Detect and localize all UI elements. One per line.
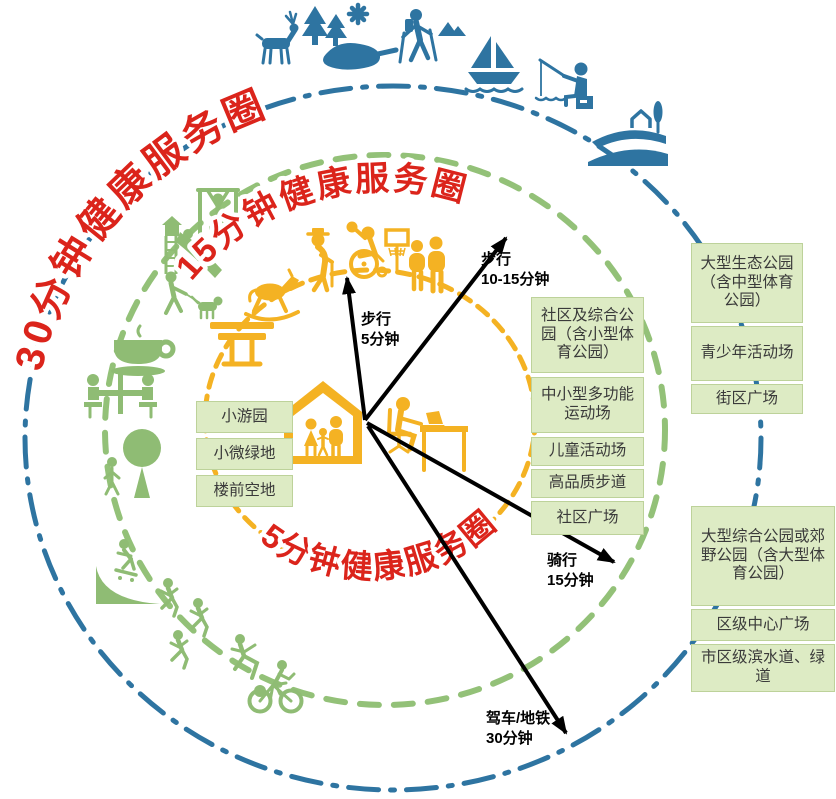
arrow-drive-metro-30	[366, 424, 568, 735]
rocking-horse-icon	[244, 268, 300, 322]
label-walk-5-line2: 5分钟	[361, 330, 400, 348]
ring-15min-circle	[102, 152, 668, 708]
home-family-icon	[284, 381, 362, 464]
dog-walking-icon	[164, 271, 223, 320]
fishing-icon	[534, 58, 593, 109]
facility-box-15min: 社区及综合公园（含小型体育公园）	[531, 297, 644, 373]
label-walk-10-15-line1: 步行	[481, 251, 512, 268]
label-bike-15-line2: 15分钟	[547, 571, 594, 589]
wheelchair-basketball-icon	[346, 221, 388, 279]
facility-box-5min: 楼前空地	[196, 475, 293, 507]
elderly-walking-icon	[306, 228, 334, 293]
facility-box-30min: 大型生态公园（含中型体育公园）	[691, 243, 803, 323]
cycling-icon	[247, 660, 304, 714]
facility-box-30min: 大型综合公园或郊野公园（含大型体育公园）	[691, 506, 835, 606]
facility-box-30min: 青少年活动场	[691, 326, 803, 381]
label-walk-5: 步行 5分钟	[361, 310, 399, 349]
label-drive-metro-30-line2: 30分钟	[486, 729, 533, 747]
label-walk-10-15: 步行 10-15分钟	[481, 250, 549, 289]
label-walk-5-line1: 步行	[361, 311, 392, 328]
label-walk-10-15-line2: 10-15分钟	[481, 270, 550, 288]
facility-box-15min: 社区广场	[531, 501, 644, 535]
remote-worker-icon	[385, 397, 468, 472]
playground-slide-icon	[162, 216, 222, 278]
label-bike-15: 骑行 15分钟	[547, 551, 594, 590]
farmland-icon	[588, 101, 668, 166]
arrow-walk-10-15	[363, 236, 508, 422]
skate-ramp-icon	[96, 539, 160, 604]
label-drive-metro-30: 驾车/地铁 30分钟	[486, 709, 550, 748]
facility-box-30min: 市区级滨水道、绿道	[691, 644, 835, 692]
facility-box-5min: 小游园	[196, 401, 293, 433]
picnic-table-icon	[84, 372, 157, 419]
basketball-hoop-icon	[384, 228, 410, 274]
facility-box-15min: 高品质步道	[531, 469, 644, 498]
ring-15min-title: 15分钟健康服务圈	[169, 159, 473, 286]
arrow-bike-15	[366, 421, 616, 564]
ring-5min-title: 5分钟健康服务圈	[255, 503, 503, 586]
facility-box-15min: 中小型多功能运动场	[531, 377, 644, 433]
arrow-walk-5	[342, 276, 367, 421]
pond-icon	[323, 43, 399, 70]
deer-icon	[255, 10, 299, 65]
pull-up-bars-icon	[196, 188, 240, 244]
label-drive-metro-30-line1: 驾车/地铁	[486, 710, 551, 727]
activity-table-icon	[210, 322, 274, 367]
park-tree-icon	[103, 429, 161, 498]
ring-30min-circle	[22, 83, 764, 793]
family-group-icon	[409, 236, 445, 294]
football-icon	[230, 634, 266, 697]
facility-box-30min: 街区广场	[691, 384, 803, 414]
hiker-mountains-icon	[398, 9, 466, 64]
facility-box-30min: 区级中心广场	[691, 609, 835, 641]
facility-box-5min: 小微绿地	[196, 438, 293, 470]
sailboat-icon	[464, 36, 524, 93]
forest-icon	[302, 2, 370, 46]
cafe-icon	[111, 324, 176, 376]
label-bike-15-line1: 骑行	[547, 552, 578, 569]
facility-box-15min: 儿童活动场	[531, 437, 644, 466]
